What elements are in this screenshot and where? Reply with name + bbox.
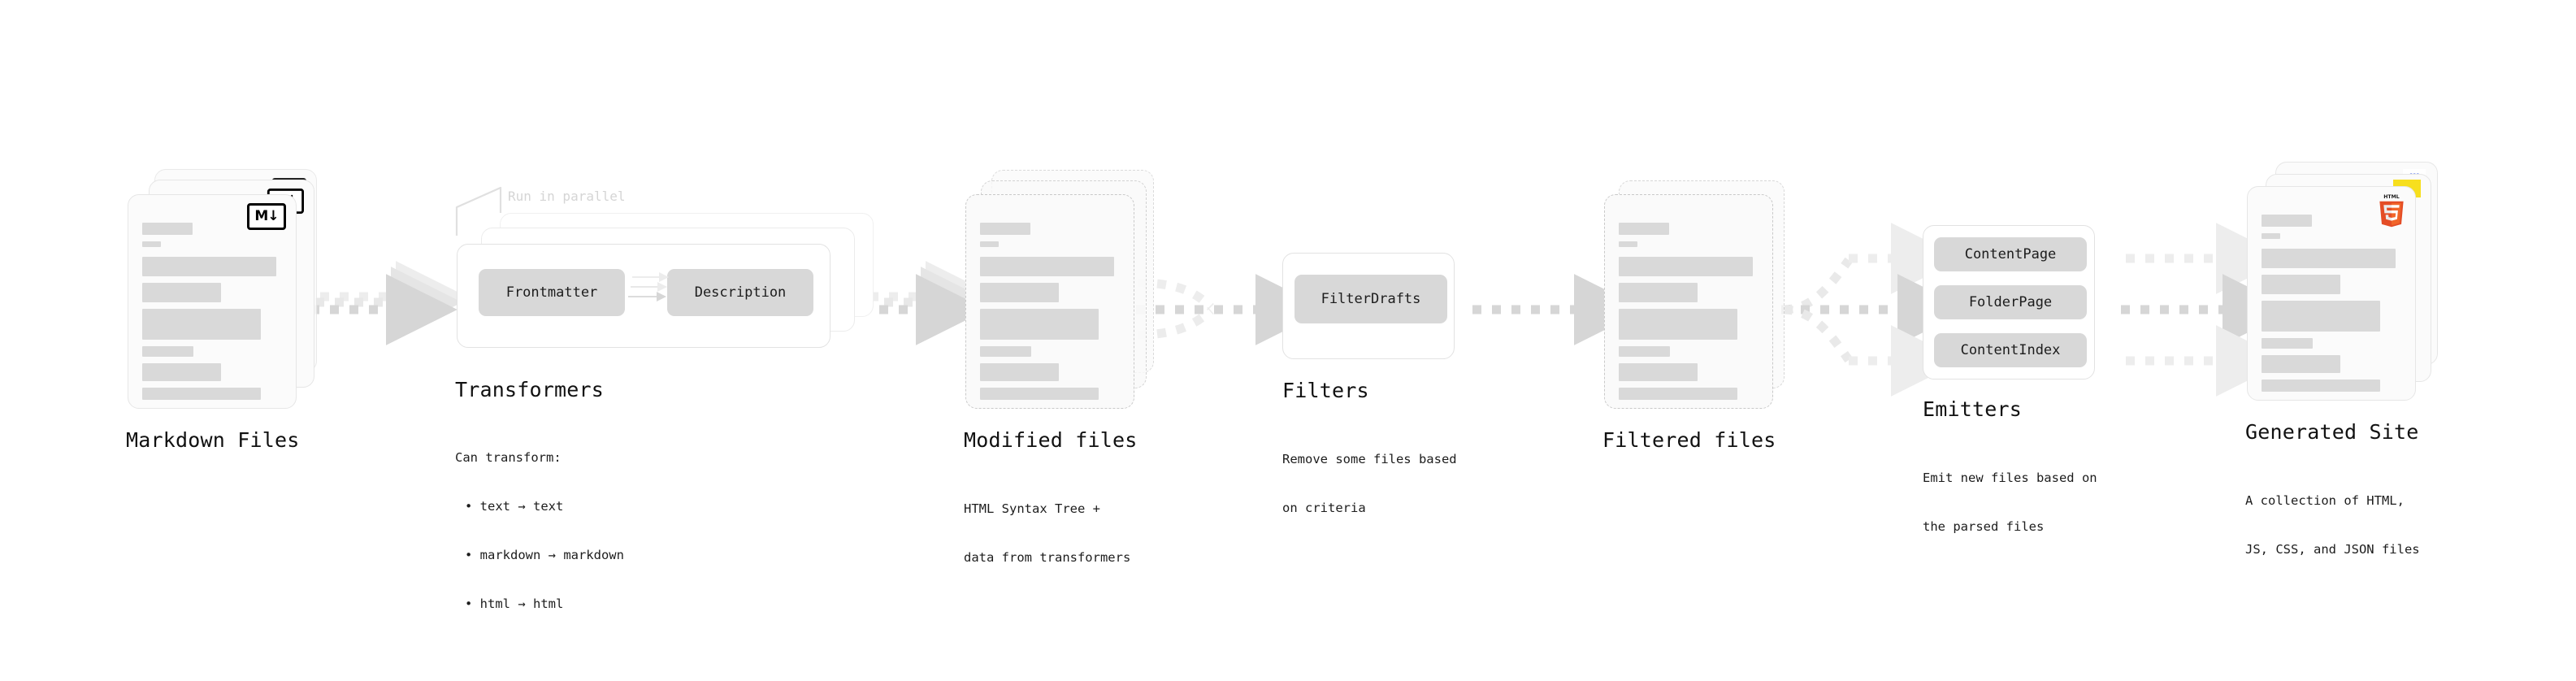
card-skeleton-lines xyxy=(2262,205,2401,398)
filters-panel[interactable]: FilterDrafts xyxy=(1282,253,1455,359)
filters-note-line-0: Remove some files based xyxy=(1282,452,1457,466)
transformer-chip-frontmatter[interactable]: Frontmatter xyxy=(479,269,625,316)
emitters-note-line-1: the parsed files xyxy=(1923,519,2045,534)
emitter-chip-contentindex[interactable]: ContentIndex xyxy=(1934,333,2087,367)
stage-title-modified-files: Modified files xyxy=(964,428,1138,452)
html5-badge-wrapper: HTML xyxy=(2377,193,2406,231)
emitter-chip-folderpage[interactable]: FolderPage xyxy=(1934,285,2087,319)
markdown-badge-label: M↓ xyxy=(247,203,286,230)
run-in-parallel-note: Run in parallel xyxy=(508,189,626,204)
card-skeleton-lines xyxy=(980,213,1120,406)
transformer-note-line-3: • html → html xyxy=(465,596,564,611)
site-note-line-0: A collection of HTML, xyxy=(2245,493,2405,508)
transformer-note-line-0: Can transform: xyxy=(455,450,562,465)
stage-title-filtered-files: Filtered files xyxy=(1602,428,1776,452)
transformer-panel-front[interactable]: Frontmatter Description xyxy=(457,244,830,348)
stage-title-emitters: Emitters xyxy=(1923,397,2023,421)
stage-title-transformers: Transformers xyxy=(455,378,605,401)
stage-title-filters: Filters xyxy=(1282,379,1369,402)
stage-subtitle-modified-files: HTML Syntax Tree + data from transformer… xyxy=(964,468,1130,598)
conn-markdown-to-transformers xyxy=(310,261,467,345)
emitters-note-line-0: Emit new files based on xyxy=(1923,471,2097,485)
stage-subtitle-filters: Remove some files based on criteria xyxy=(1282,419,1457,549)
markdown-card-front[interactable]: M↓ xyxy=(128,194,297,409)
transformer-note-line-2: • markdown → markdown xyxy=(465,548,624,562)
site-note-line-1: JS, CSS, and JSON files xyxy=(2245,542,2420,557)
conn-filtered-to-emitters xyxy=(1781,223,1969,397)
stage-subtitle-emitters: Emit new files based on the parsed files xyxy=(1923,437,2097,567)
stage-subtitle-transformers: Can transform: • text → text • markdown … xyxy=(455,417,624,644)
card-skeleton-lines xyxy=(142,213,282,406)
filter-chip-filterdrafts[interactable]: FilterDrafts xyxy=(1295,275,1447,323)
transformer-chip-description[interactable]: Description xyxy=(667,269,813,316)
emitters-panel[interactable]: ContentPage FolderPage ContentIndex xyxy=(1923,225,2095,380)
modified-note-line-1: data from transformers xyxy=(964,550,1131,565)
stage-title-generated-site: Generated Site xyxy=(2245,420,2419,444)
stage-subtitle-generated-site: A collection of HTML, JS, CSS, and JSON … xyxy=(2245,460,2420,590)
modified-card-front[interactable] xyxy=(965,194,1134,409)
conn-emitters-to-site xyxy=(2121,223,2294,397)
modified-note-line-0: HTML Syntax Tree + xyxy=(964,501,1100,516)
transformer-note-line-1: • text → text xyxy=(465,499,564,514)
inner-arrows-icon xyxy=(628,272,669,301)
html5-badge-icon: HTML xyxy=(2379,194,2404,228)
html5-badge-label: HTML xyxy=(2383,194,2400,200)
conn-modified-to-filters xyxy=(1136,274,1327,345)
filtered-card-front[interactable] xyxy=(1604,194,1773,409)
site-card-front-html[interactable]: HTML xyxy=(2247,186,2416,401)
card-skeleton-lines xyxy=(1619,213,1759,406)
stage-title-markdown-files: Markdown Files xyxy=(126,428,300,452)
markdown-badge-icon: M↓ xyxy=(247,203,286,230)
emitter-chip-contentpage[interactable]: ContentPage xyxy=(1934,237,2087,271)
filters-note-line-1: on criteria xyxy=(1282,501,1366,515)
